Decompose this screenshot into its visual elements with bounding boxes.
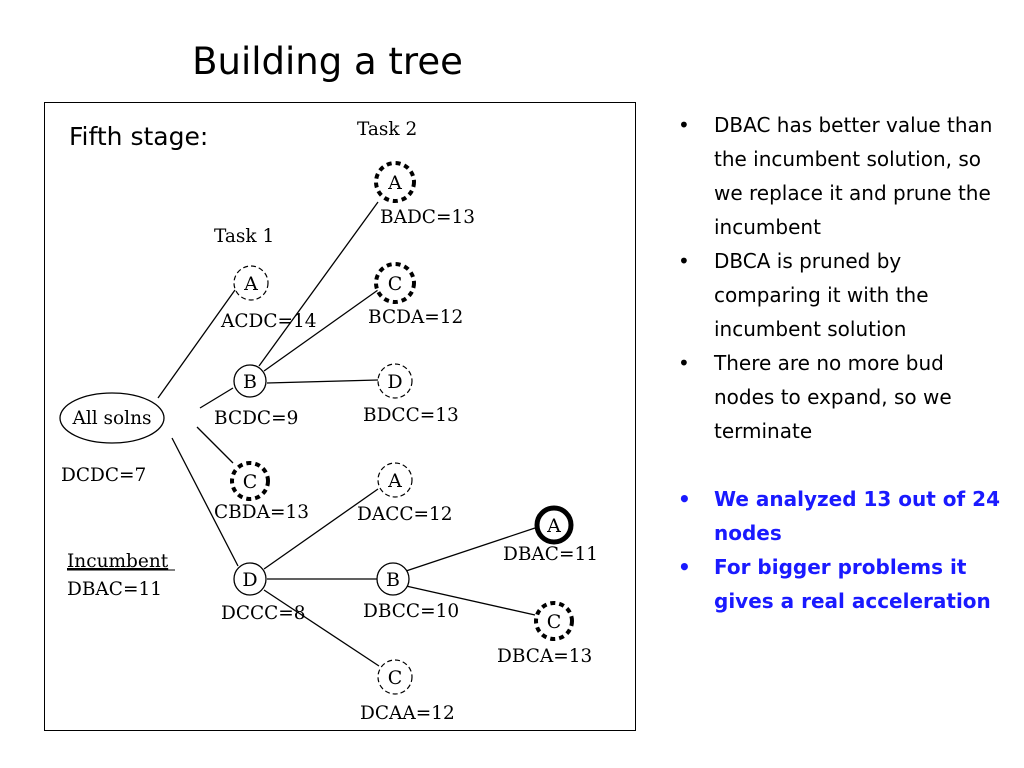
node-D1-letter: D (242, 569, 257, 591)
bullet-dot: • (678, 487, 691, 511)
tree-edges (157, 201, 536, 667)
incumbent-heading: Incumbent (67, 551, 169, 572)
bullet-spacer (676, 448, 1006, 482)
node-A1-label: ACDC=14 (220, 311, 317, 332)
node-BC: C (374, 262, 416, 304)
node-DB: B (376, 562, 410, 596)
node-DB-letter: B (386, 569, 400, 591)
edge-D1-DC (263, 589, 380, 667)
node-DBA: A (534, 505, 574, 545)
edge-root-D1 (171, 437, 239, 567)
bullet-item: • DBAC has better value than the incumben… (676, 108, 1006, 244)
edge-B1-BD (266, 379, 379, 384)
node-BC-letter: C (388, 273, 403, 295)
highlight-bullet-text: For bigger problems it gives a real acce… (714, 555, 991, 613)
bullet-dot: • (678, 351, 690, 375)
node-DBC-label: DBCA=13 (497, 646, 592, 667)
edge-B1-BC (263, 289, 379, 372)
node-D1: D (233, 562, 267, 596)
task2-label: Task 2 (357, 119, 417, 140)
edge-root-A1 (157, 289, 236, 399)
bullet-list: • DBAC has better value than the incumben… (676, 108, 1006, 618)
incumbent-circle (534, 505, 574, 545)
bullet-item: • DBCA is pruned by comparing it with the… (676, 244, 1006, 346)
node-DC: C (377, 659, 413, 695)
node-A1: A (233, 265, 269, 301)
bullet-dot: • (678, 113, 690, 137)
highlight-bullet-text: We analyzed 13 out of 24 nodes (714, 487, 1001, 545)
ellipse-shape (59, 392, 165, 444)
node-DA: A (377, 462, 413, 498)
node-DA-label: DACC=12 (357, 504, 453, 525)
task1-label: Task 1 (214, 226, 274, 247)
node-DBC: C (534, 601, 574, 641)
node-DA-letter: A (387, 470, 402, 492)
node-C1: C (230, 461, 270, 501)
node-DBA-letter: A (546, 515, 561, 537)
edge-root-C1 (196, 426, 234, 464)
tree-diagram: Task 2 Task 1 All solns DCDC=7 A ACDC=14… (59, 119, 598, 724)
pruned-circle (230, 461, 270, 501)
dashed-circle (377, 462, 413, 498)
node-C1-label: CBDA=13 (214, 502, 309, 523)
node-BC-label: BCDA=12 (368, 307, 463, 328)
node-BD-label: BDCC=13 (363, 405, 459, 426)
node-root-label: DCDC=7 (61, 465, 146, 486)
solid-circle (376, 562, 410, 596)
bullet-text: DBCA is pruned by comparing it with the … (714, 249, 929, 341)
node-root: All solns (59, 392, 165, 444)
node-B1-label: BCDC=9 (214, 408, 298, 429)
node-BD-letter: D (387, 371, 402, 393)
bullet-dot: • (678, 249, 690, 273)
solid-circle (233, 562, 267, 596)
dashed-circle (377, 363, 413, 399)
edge-B1-BA (258, 201, 379, 367)
node-D1-label: DCCC=8 (221, 603, 306, 624)
highlight-bullet-item: • For bigger problems it gives a real acc… (676, 550, 1006, 618)
bullet-item: • There are no more bud nodes to expand, … (676, 346, 1006, 448)
bullet-dot: • (678, 555, 691, 579)
node-root-text: All solns (71, 408, 151, 429)
edge-DB-DBC (405, 585, 536, 616)
edge-DB-DBA (405, 527, 536, 572)
bullet-text: There are no more bud nodes to expand, s… (714, 351, 952, 443)
node-B1: B (233, 364, 267, 398)
node-DBC-letter: C (547, 611, 562, 633)
solid-circle (233, 364, 267, 398)
node-DC-label: DCAA=12 (360, 703, 455, 724)
pruned-circle (374, 262, 416, 304)
edge-D1-DA (263, 488, 379, 570)
node-B1-letter: B (243, 371, 257, 393)
highlight-bullet-item: • We analyzed 13 out of 24 nodes (676, 482, 1006, 550)
tree-figure: Task 2 Task 1 All solns DCDC=7 A ACDC=14… (44, 102, 636, 731)
node-A1-letter: A (243, 273, 258, 295)
pruned-circle (534, 601, 574, 641)
dashed-circle (377, 659, 413, 695)
node-BA: A (374, 161, 416, 203)
dashed-circle (233, 265, 269, 301)
node-BA-label: BADC=13 (380, 207, 475, 228)
edge-root-B1 (199, 387, 234, 409)
node-DB-label: DBCC=10 (363, 601, 459, 622)
stage-label: Fifth stage: (69, 122, 209, 151)
node-DBA-label: DBAC=11 (503, 544, 598, 565)
node-BD: D (377, 363, 413, 399)
pruned-circle (374, 161, 416, 203)
node-C1-letter: C (243, 471, 258, 493)
node-BA-letter: A (387, 172, 402, 194)
slide-title: Building a tree (192, 40, 463, 83)
bullet-text: DBAC has better value than the incumbent… (714, 113, 993, 239)
node-DC-letter: C (388, 667, 403, 689)
incumbent-value: DBAC=11 (67, 579, 162, 600)
